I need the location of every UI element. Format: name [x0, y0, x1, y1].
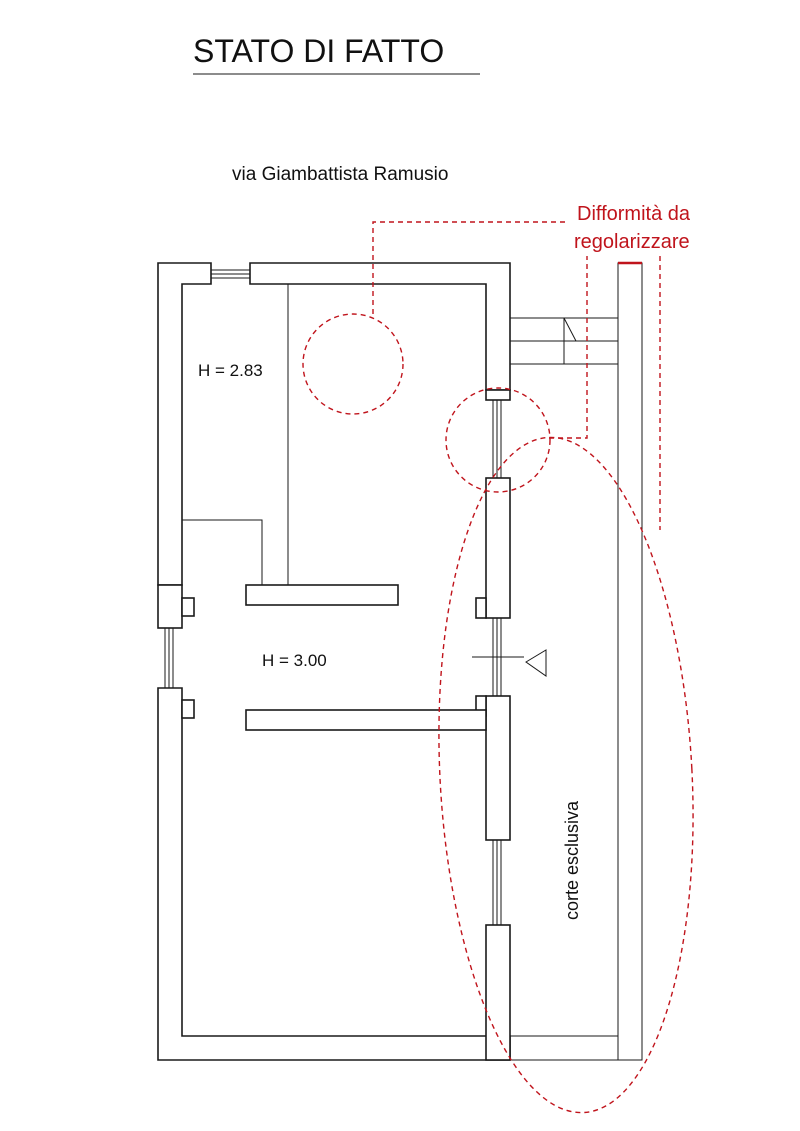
- discrepancy-circle-2: [445, 387, 551, 493]
- leader-line-1: [372, 221, 566, 314]
- discrepancy-ellipse: [438, 436, 694, 1114]
- interior-wall-lower: [245, 709, 487, 731]
- interior-wall-upper: [245, 584, 399, 606]
- discrepancy-circle-1: [302, 313, 404, 415]
- court-label: corte esclusiva: [562, 800, 582, 920]
- drawing-title: STATO DI FATTO: [193, 33, 444, 69]
- wall-top-right: [249, 262, 511, 391]
- note-line-1: Difformità da: [577, 203, 691, 225]
- leader-line-2: [549, 256, 588, 439]
- outer-walls: [157, 262, 511, 1061]
- discrepancy-markers: [302, 221, 694, 1114]
- partition-closet: [182, 519, 263, 585]
- room-height-lower: H = 3.00: [262, 651, 327, 670]
- court-boundary-wall: [617, 262, 643, 1061]
- room-height-upper: H = 2.83: [198, 361, 263, 380]
- entrance-arrow-icon: [472, 649, 547, 677]
- note-line-2: regolarizzare: [574, 231, 690, 253]
- external-stairs: [509, 317, 619, 365]
- street-name: via Giambattista Ramusio: [232, 164, 448, 185]
- wall-top-left: [157, 262, 212, 586]
- wall-bottom-left: [157, 687, 511, 1061]
